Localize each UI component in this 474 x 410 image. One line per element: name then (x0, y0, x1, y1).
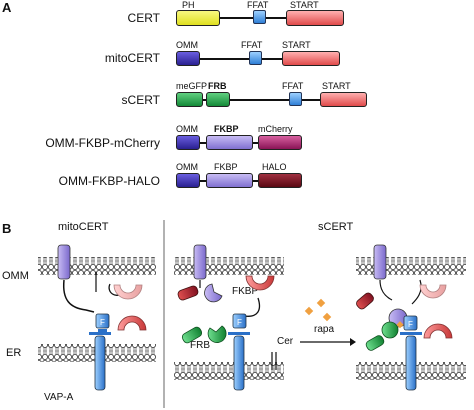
scert-ffat-mark: F (237, 318, 242, 327)
mcherry-fkbp-label: FKBP (214, 124, 239, 134)
fkbp-label: FKBP (232, 286, 259, 297)
scert-start-domain (245, 275, 275, 291)
reaction-arrowhead (350, 338, 356, 346)
scert-frb-domain (206, 92, 230, 107)
frb-megfp (181, 325, 227, 344)
scert-linker (176, 99, 366, 101)
bound-megfp (365, 335, 385, 351)
omm-membrane-right-1 (174, 257, 284, 275)
rapamycin-molecules (304, 298, 332, 322)
bound-start-faded (419, 284, 447, 299)
bound-omm-link (379, 279, 393, 301)
ceramide-lipid (271, 352, 277, 370)
cert-ph-label: PH (182, 0, 195, 10)
halo-halo-label: HALO (262, 162, 287, 172)
bound-halo-tag (356, 292, 374, 310)
halo-omm-domain (176, 173, 200, 188)
mito-ffat-mark: F (100, 318, 105, 327)
bound-vap-a (405, 335, 417, 391)
scert-title: sCERT (318, 221, 354, 233)
mito-omm-anchor (57, 244, 71, 280)
scert-megfp-label: meGFP (176, 81, 208, 91)
cert-start-domain (286, 10, 344, 26)
scert-start-domain (320, 92, 367, 107)
bound-start-domain (423, 323, 453, 339)
mitocert-title: mitoCERT (58, 221, 109, 233)
mito-linker (62, 279, 95, 313)
halo-fkbp-label: FKBP (214, 162, 238, 172)
bound-frb (381, 321, 399, 339)
omm-label: OMM (2, 270, 29, 282)
scert-frb-label: FRB (208, 81, 227, 91)
bound-linker (411, 279, 422, 305)
halo-fkbp-domain (206, 173, 253, 188)
mcherry-mcherry-label: mCherry (258, 124, 293, 134)
scert-ffat-label: FFAT (282, 81, 304, 91)
er-membrane-right-1 (174, 362, 284, 380)
cert-ffat-domain (253, 10, 266, 24)
mito-start-domain (117, 315, 147, 331)
mitocert-start-label: START (282, 40, 311, 50)
mitocert-omm-label: OMM (176, 40, 198, 50)
omm-membrane-right-2 (356, 257, 466, 275)
mcherry-fkbp-domain (206, 135, 253, 150)
panel-a-label: A (2, 0, 12, 15)
mito-vap-bar (89, 332, 111, 335)
mito-start-faded (113, 284, 143, 300)
er-label: ER (6, 347, 22, 359)
frb-label: FRB (190, 340, 210, 351)
scert-omm-anchor (193, 244, 207, 280)
mito-vap-a (94, 335, 106, 391)
mcherry-mcherry-domain (258, 135, 302, 150)
bound-rapamycin (396, 321, 404, 329)
mito-ffat (95, 313, 110, 329)
halo-halo-domain (258, 173, 302, 188)
cert-ph-domain (176, 10, 220, 26)
rapa-label: rapa (314, 324, 335, 335)
scert-ffat (232, 313, 247, 329)
mitocert-ffat-label: FFAT (241, 40, 263, 50)
cer-label: Cer (277, 336, 294, 347)
mitocert-ffat-domain (249, 51, 262, 65)
row-label-omm-fkbp-mcherry: OMM-FKBP-mCherry (45, 136, 160, 150)
scert-vap-a (233, 335, 245, 391)
scert-start-label: START (322, 81, 351, 91)
row-label-mitocert: mitoCERT (104, 51, 160, 65)
panel-b-label: B (2, 221, 12, 236)
omm-membrane-left (38, 257, 156, 275)
scert-megfp-domain (176, 92, 203, 107)
scert-ffat-domain (289, 92, 302, 106)
row-label-omm-fkbp-halo: OMM-FKBP-HALO (58, 174, 160, 188)
scert-vap-bar (228, 332, 250, 335)
fkbp-halo-tag (177, 283, 223, 303)
mcherry-omm-domain (176, 135, 200, 150)
mitocert-start-domain (282, 51, 340, 66)
bound-omm-anchor (373, 244, 387, 280)
row-label-scert: sCERT (121, 93, 160, 107)
cert-start-label: START (290, 0, 319, 10)
bound-ffat (403, 315, 418, 331)
scert-linker (243, 297, 261, 317)
row-label-cert: CERT (127, 11, 160, 25)
bound-ffat-mark: F (408, 320, 413, 329)
halo-omm-label: OMM (176, 162, 198, 172)
vap-a-label: VAP-A (44, 392, 74, 403)
mcherry-omm-label: OMM (176, 124, 198, 134)
bound-vap-bar (400, 332, 422, 335)
cert-ffat-label: FFAT (247, 0, 269, 10)
mitocert-omm-domain (176, 51, 200, 66)
mito-vap-head (98, 329, 107, 332)
